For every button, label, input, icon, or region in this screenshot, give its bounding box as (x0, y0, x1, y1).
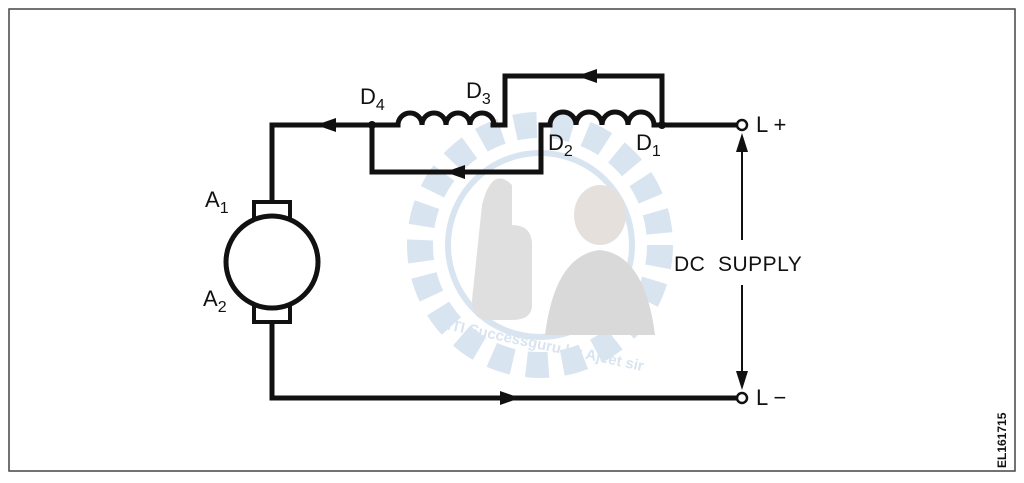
field-coil-d4-d3 (372, 110, 497, 128)
supply-terminals (735, 118, 749, 405)
current-arrows (316, 69, 597, 405)
junction-d1 (658, 121, 666, 129)
label-d2: D2 (548, 130, 573, 160)
supply-arrow (736, 133, 748, 390)
watermark: ITI Successguru by Ajeet sir (407, 112, 673, 378)
label-a1: A1 (205, 187, 229, 217)
label-d1: D1 (636, 130, 661, 160)
arrow-down-icon (736, 371, 748, 390)
label-l-plus: L + (756, 112, 786, 137)
arrow-return-icon (500, 391, 520, 405)
field-coil-d2-d1 (541, 109, 662, 128)
arrow-up-icon (736, 133, 748, 152)
arrow-bottom-loop-icon (445, 165, 465, 179)
dc-motor-armature (223, 200, 321, 324)
armature-circle (223, 213, 321, 311)
label-a2: A2 (203, 286, 227, 316)
watermark-thumb-icon (472, 178, 532, 320)
label-d4: D4 (360, 84, 385, 114)
junction-d4 (368, 121, 376, 129)
figure-code: EL161715 (995, 412, 1009, 468)
arrow-d4-left-icon (316, 118, 336, 132)
label-l-minus: L − (756, 385, 786, 410)
arrow-top-loop-icon (577, 69, 597, 83)
figure-frame (8, 8, 1016, 472)
terminal-l-minus (735, 391, 749, 405)
label-dc-supply: DC SUPPLY (674, 253, 802, 276)
watermark-gear-icon (407, 112, 673, 378)
watermark-person-icon (574, 185, 626, 245)
terminal-l-plus (735, 118, 749, 132)
label-d3: D3 (466, 78, 491, 108)
